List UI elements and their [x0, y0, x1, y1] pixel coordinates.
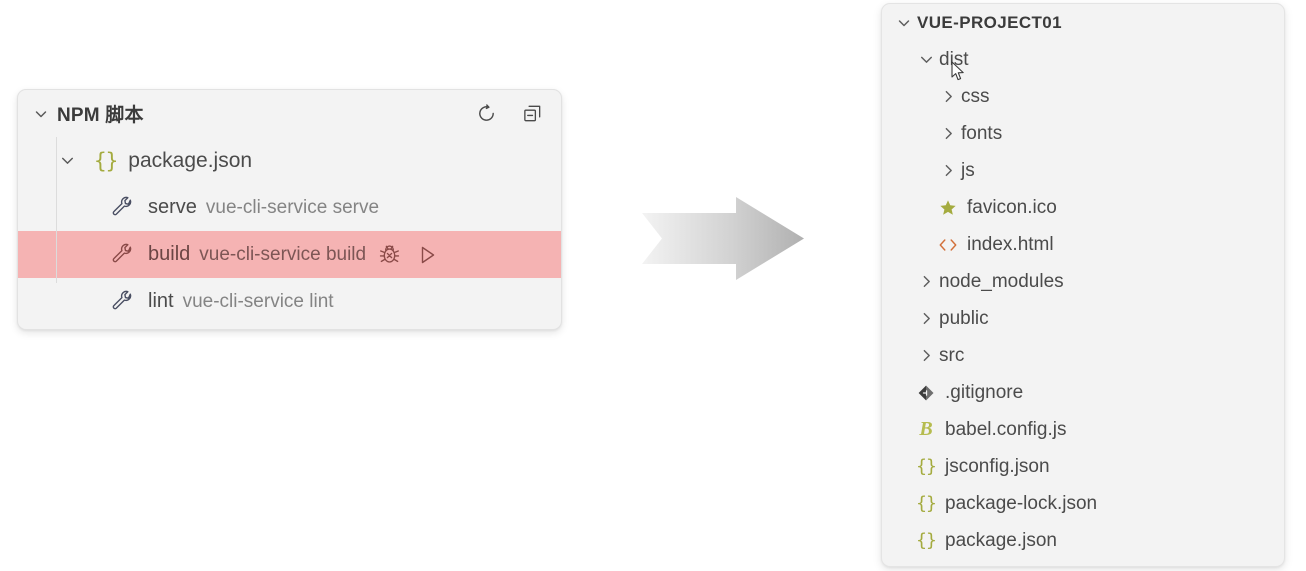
json-icon: {} — [916, 493, 937, 514]
tree-item-package-json[interactable]: {} package.json — [882, 522, 1284, 559]
tree-item-node-modules[interactable]: node_modules — [882, 263, 1284, 300]
refresh-icon[interactable] — [474, 102, 498, 126]
tree-item-src[interactable]: src — [882, 337, 1284, 374]
json-icon: {} — [916, 530, 937, 551]
npm-script-command: vue-cli-service serve — [205, 196, 380, 218]
tree-item-label: jsconfig.json — [945, 455, 1050, 477]
npm-panel-actions — [474, 102, 544, 126]
chevron-down-icon[interactable] — [28, 106, 54, 122]
tree-item-package-lock[interactable]: {} package-lock.json — [882, 485, 1284, 522]
json-icon: {} — [94, 148, 118, 173]
tree-item-label: public — [939, 307, 989, 329]
chevron-right-icon[interactable] — [935, 125, 961, 142]
tree-item-gitignore[interactable]: .gitignore — [882, 374, 1284, 411]
tree-item-label: favicon.ico — [967, 196, 1057, 218]
babel-icon: B — [919, 418, 933, 440]
chevron-down-icon[interactable] — [891, 15, 917, 31]
json-icon: {} — [916, 456, 937, 477]
star-icon — [935, 199, 961, 217]
run-icon[interactable] — [414, 242, 440, 268]
npm-package-label: package.json — [128, 148, 253, 172]
npm-script-command: vue-cli-service build — [199, 243, 367, 265]
tree-item-label: babel.config.js — [945, 418, 1067, 440]
npm-script-command: vue-cli-service lint — [182, 290, 334, 312]
tree-item-label: package-lock.json — [945, 492, 1098, 514]
tree-item-public[interactable]: public — [882, 300, 1284, 337]
git-icon — [913, 384, 939, 402]
tree-item-label: css — [961, 85, 990, 107]
npm-panel-header[interactable]: NPM 脚本 — [18, 90, 561, 137]
tree-item-label: js — [961, 159, 975, 181]
npm-script-name: serve — [148, 196, 197, 218]
chevron-down-icon[interactable] — [54, 152, 80, 169]
wrench-icon — [110, 289, 136, 315]
npm-package-row[interactable]: {} package.json — [18, 137, 561, 184]
tree-item-label: index.html — [967, 233, 1054, 255]
wrench-icon — [110, 242, 136, 268]
npm-script-name: build — [148, 243, 191, 265]
npm-scripts-panel: NPM 脚本 {} pa — [17, 89, 562, 330]
html-icon — [935, 236, 961, 254]
tree-root-label: VUE-PROJECT01 — [917, 12, 1063, 32]
tree-item-css[interactable]: css — [882, 78, 1284, 115]
npm-script-row[interactable]: serve vue-cli-service serve — [18, 184, 561, 231]
right-arrow — [640, 196, 806, 281]
npm-script-actions — [376, 242, 440, 268]
wrench-icon — [110, 195, 136, 221]
debug-icon[interactable] — [376, 242, 402, 268]
npm-panel-title: NPM 脚本 — [57, 105, 144, 126]
npm-script-name: lint — [148, 290, 174, 312]
tree-item-jsconfig[interactable]: {} jsconfig.json — [882, 448, 1284, 485]
file-explorer-panel: VUE-PROJECT01 dist css fonts js — [881, 3, 1285, 567]
tree-item-favicon[interactable]: favicon.ico — [882, 189, 1284, 226]
tree-item-label: node_modules — [939, 270, 1064, 292]
tree-item-dist[interactable]: dist — [882, 41, 1284, 78]
npm-script-row-selected[interactable]: build vue-cli-service build — [18, 231, 561, 278]
tree-root-row[interactable]: VUE-PROJECT01 — [882, 4, 1284, 41]
chevron-right-icon[interactable] — [913, 310, 939, 327]
tree-item-label: fonts — [961, 122, 1003, 144]
tree-item-babel-config[interactable]: B babel.config.js — [882, 411, 1284, 448]
tree-item-label: package.json — [945, 529, 1057, 551]
tree-item-label: dist — [939, 48, 969, 70]
tree-item-fonts[interactable]: fonts — [882, 115, 1284, 152]
chevron-right-icon[interactable] — [935, 162, 961, 179]
chevron-right-icon[interactable] — [913, 347, 939, 364]
tree-item-index-html[interactable]: index.html — [882, 226, 1284, 263]
collapse-all-icon[interactable] — [520, 102, 544, 126]
chevron-right-icon[interactable] — [935, 88, 961, 105]
chevron-right-icon[interactable] — [913, 273, 939, 290]
npm-script-row[interactable]: lint vue-cli-service lint — [18, 278, 561, 325]
indent-guide — [56, 137, 57, 283]
tree-item-js[interactable]: js — [882, 152, 1284, 189]
chevron-down-icon[interactable] — [913, 51, 939, 68]
npm-script-list: {} package.json serve vue-cli-service se… — [18, 137, 561, 325]
tree-item-label: src — [939, 344, 965, 366]
tree-item-label: .gitignore — [945, 381, 1024, 403]
